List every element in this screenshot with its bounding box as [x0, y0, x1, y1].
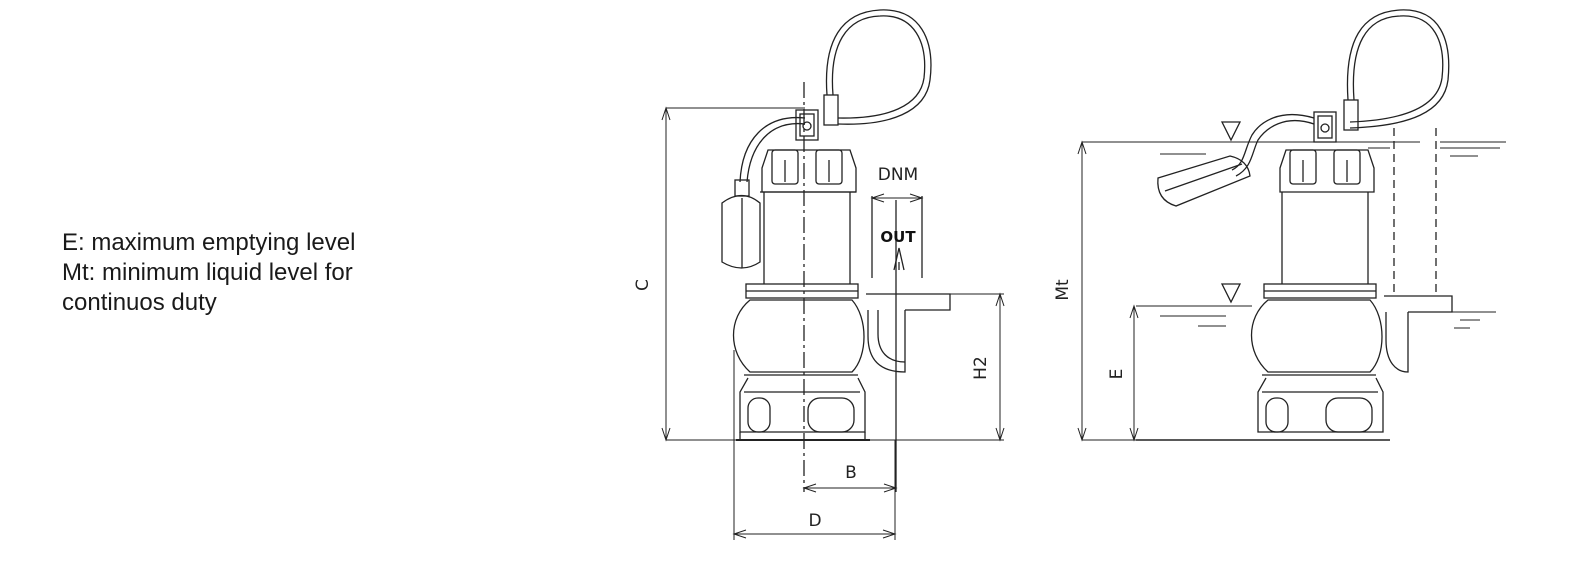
legend-mt: Mt: minimum liquid level for: [62, 259, 353, 286]
legend: E: maximum emptying level Mt: minimum li…: [62, 228, 355, 318]
label-out: OUT: [880, 228, 916, 246]
left-pump: [661, 9, 1005, 540]
label-d: D: [808, 511, 821, 531]
label-b: B: [845, 463, 857, 483]
legend-mt-continued: continuos duty: [62, 289, 217, 316]
legend-e: E: maximum emptying level: [62, 229, 356, 256]
label-mt: Mt: [1053, 279, 1073, 301]
right-pump: [1077, 9, 1506, 442]
label-h2: H2: [971, 356, 991, 380]
label-e: E: [1107, 369, 1127, 380]
label-c: C: [633, 279, 653, 291]
label-dnm: DNM: [878, 165, 918, 185]
